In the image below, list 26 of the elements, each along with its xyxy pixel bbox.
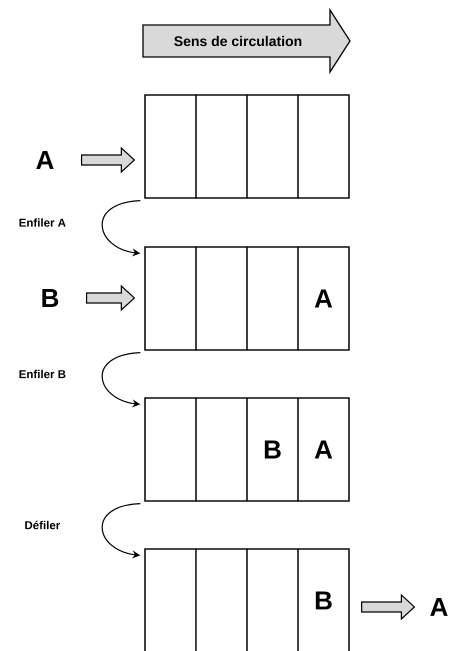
letter: B	[42, 289, 58, 307]
queue-cell: B	[246, 397, 299, 502]
queue-cell	[246, 548, 299, 651]
arrow-label: Sens de circulation	[174, 36, 302, 46]
block-arrow	[361, 594, 416, 620]
queue-cell	[195, 246, 248, 351]
queue-cell	[144, 94, 197, 199]
queue-cell	[246, 246, 299, 351]
letter: A	[430, 598, 448, 616]
queue-cell	[144, 246, 197, 351]
queue-cell	[297, 94, 350, 199]
queue-cell: B	[297, 548, 350, 651]
queue-cell	[195, 94, 248, 199]
queue-cell	[195, 397, 248, 502]
queue-cell	[195, 548, 248, 651]
edge-label: Enfiler B	[19, 370, 66, 378]
block-arrow	[80, 146, 136, 174]
queue-cell	[144, 397, 197, 502]
block-arrow	[86, 284, 136, 312]
letter: A	[36, 151, 54, 169]
edge-label: Enfiler A	[19, 218, 66, 227]
queue-cell	[144, 548, 197, 651]
queue-cell: A	[297, 246, 350, 351]
queue-cell: A	[297, 397, 350, 502]
edge-label: Défiler	[25, 520, 60, 530]
queue-cell	[246, 94, 299, 199]
